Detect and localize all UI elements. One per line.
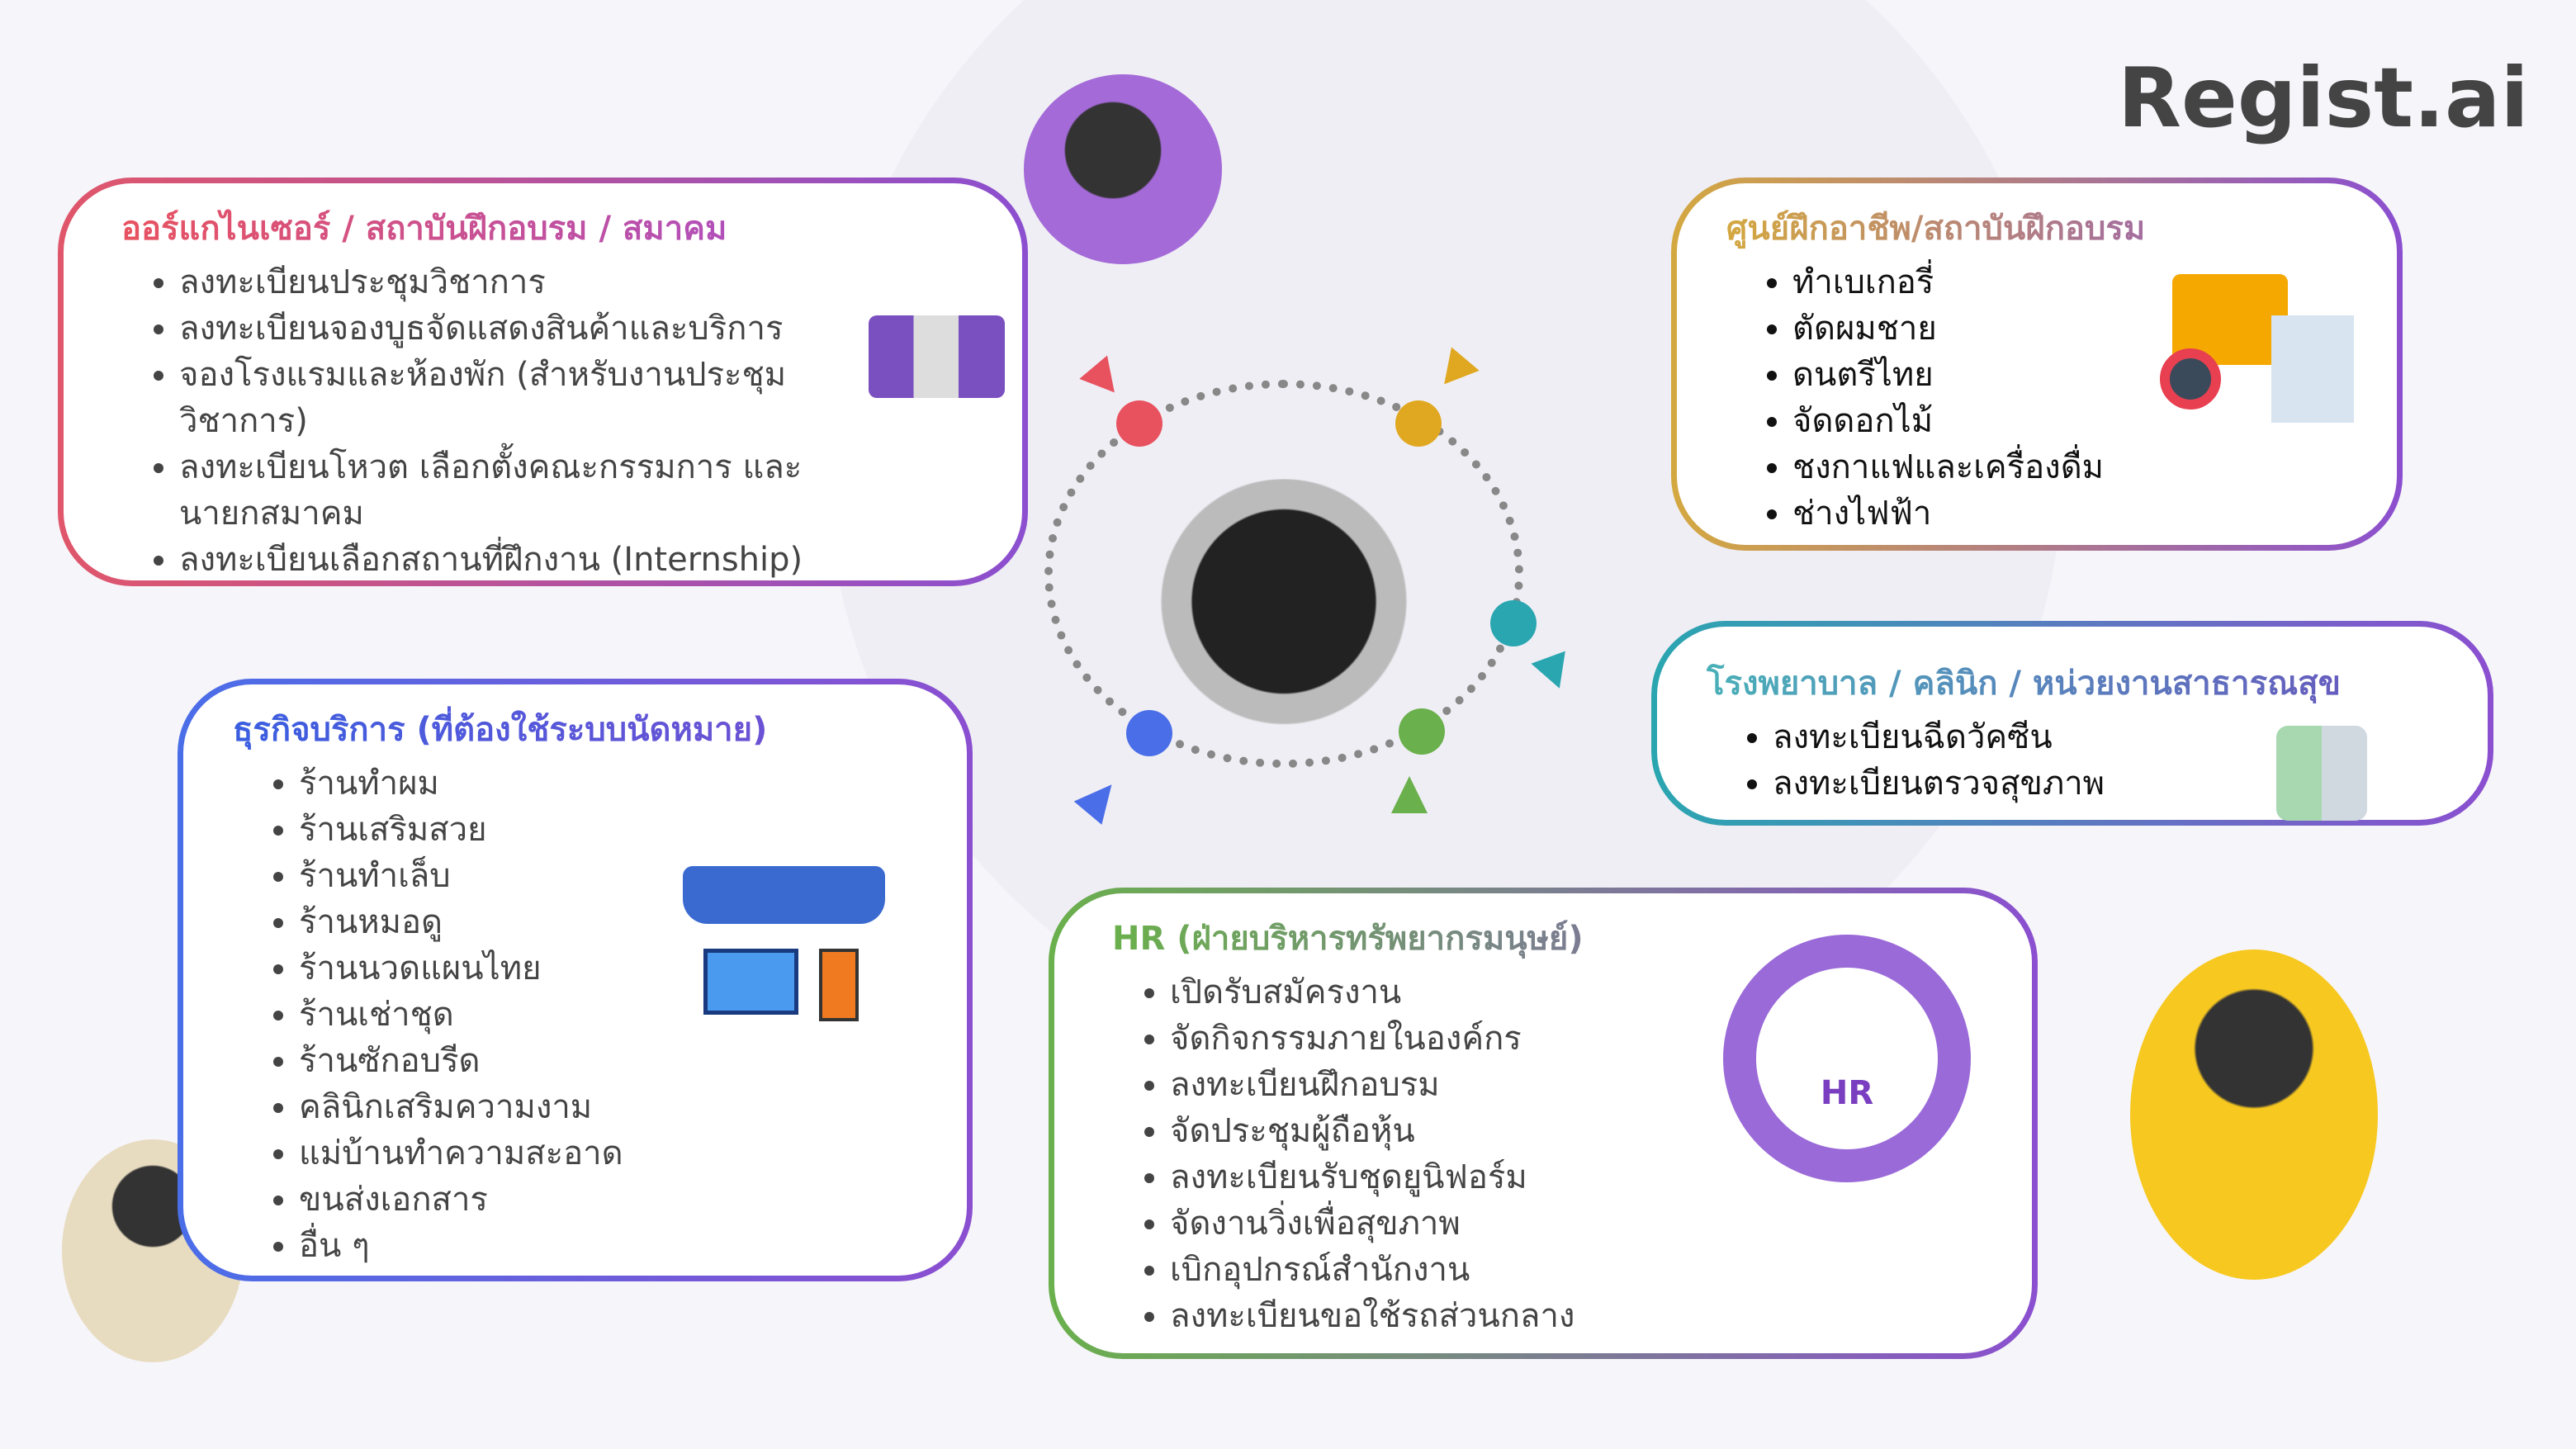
central-hub-ring <box>1044 380 1523 768</box>
hr-title: HR (ฝ่ายบริหารทรัพยากรมนุษย์) <box>1112 912 1991 964</box>
list-item: ลงทะเบียนประชุมวิชาการ <box>179 259 981 305</box>
hospital-title: โรงพยาบาล / คลินิก / หน่วยงานสาธารณสุข <box>1707 656 2446 709</box>
beige-mascot <box>62 1139 244 1362</box>
list-item: ลงทะเบียนโหวต เลือกตั้งคณะกรรมการ และ นา… <box>179 444 856 537</box>
list-item: ลงทะเบียนเลือกสถานที่ฝึกงาน (Internship) <box>179 537 981 583</box>
list-item: เปิดรับสมัครงาน <box>1170 969 1991 1016</box>
connector-dot-red <box>1116 400 1163 447</box>
doctor-patient-illustration <box>2276 726 2367 821</box>
central-mascot <box>1148 479 1420 751</box>
shop-window <box>703 949 798 1015</box>
list-item: จัดงานวิ่งเพื่อสุขภาพ <box>1170 1200 1991 1247</box>
list-item: ชงกาแฟและเครื่องดื่ม <box>1792 444 2356 490</box>
list-item: ลงทะเบียนจองบูธจัดแสดงสินค้าและบริการ <box>179 305 981 352</box>
list-item: จองโรงแรมและห้องพัก (สำหรับงานประชุม วิช… <box>179 352 856 444</box>
organizer-title: ออร์แกไนเซอร์ / สถาบันฝึกอบรม / สมาคม <box>121 201 981 254</box>
connector-dot-blue <box>1126 710 1172 756</box>
list-item: ขนส่งเอกสาร <box>299 1177 926 1223</box>
list-item: ทำเบเกอรี่ <box>1792 259 2356 305</box>
list-item: ช่างไฟฟ้า <box>1792 490 2356 537</box>
list-item: ลงทะเบียนขอใช้รถส่วนกลาง <box>1170 1293 1991 1339</box>
arrow-green <box>1391 776 1428 813</box>
list-item: ตัดผมชาย <box>1792 305 2356 352</box>
list-item: เบิกอุปกรณ์สำนักงาน <box>1170 1247 1991 1293</box>
list-item: ร้านเสริมสวย <box>299 807 926 853</box>
services-card: ธุรกิจบริการ (ที่ต้องใช้ระบบนัดหมาย) ร้า… <box>178 679 973 1281</box>
logo: Regist.ai <box>2118 50 2529 146</box>
hospital-card: โรงพยาบาล / คลินิก / หน่วยงานสาธารณสุข ล… <box>1651 621 2493 826</box>
connector-dot-green <box>1399 708 1445 755</box>
services-title: ธุรกิจบริการ (ที่ต้องใช้ระบบนัดหมาย) <box>233 703 926 755</box>
list-item: ร้านซักอบรีด <box>299 1038 926 1084</box>
document-icon <box>2271 315 2354 423</box>
vocational-title: ศูนย์ฝึกอาชีพ/สถาบันฝึกอบรม <box>1726 201 2356 254</box>
list-item: ดนตรีไทย <box>1792 352 2356 398</box>
organizer-card: ออร์แกไนเซอร์ / สถาบันฝึกอบรม / สมาคม ลง… <box>58 178 1028 586</box>
list-item: ลงทะเบียนฝึกอบรม <box>1170 1062 1991 1108</box>
yellow-mascot <box>2130 949 2378 1280</box>
list-item: ร้านนวดแผนไทย <box>299 945 926 992</box>
list-item: จัดกิจกรรมภายในองค์กร <box>1170 1016 1991 1062</box>
list-item: แม่บ้านทำความสะอาด <box>299 1130 926 1177</box>
list-item: จัดประชุมผู้ถือหุ้น <box>1170 1108 1991 1154</box>
connector-dot-gold <box>1395 400 1442 447</box>
list-item: ลงทะเบียนฉีดวัคซีน <box>1773 714 2446 760</box>
shop-door <box>819 949 859 1021</box>
list-item: ลงทะเบียนรับชุดยูนิฟอร์ม <box>1170 1154 1991 1200</box>
conference-speakers-illustration <box>869 315 1005 398</box>
hr-badge: HR <box>1820 1074 1874 1112</box>
list-item: ร้านเช่าชุด <box>299 992 926 1038</box>
gear-icon <box>2160 348 2221 410</box>
hr-card: HR (ฝ่ายบริหารทรัพยากรมนุษย์) เปิดรับสมั… <box>1049 888 2038 1359</box>
list-item: จัดดอกไม้ <box>1792 398 2356 444</box>
list-item: ร้านทำผม <box>299 760 926 807</box>
list-item: คลินิกเสริมความงาม <box>299 1084 926 1130</box>
hr-team-icon: HR <box>1723 935 1971 1182</box>
storefront-icon <box>683 866 885 924</box>
list-item: ร้านหมอดู <box>299 899 926 945</box>
vocational-card: ศูนย์ฝึกอาชีพ/สถาบันฝึกอบรม ทำเบเกอรี่ ต… <box>1671 178 2403 551</box>
purple-mascot <box>1024 74 1222 264</box>
list-item: ลงทะเบียนตรวจสุขภาพ <box>1773 760 2446 807</box>
list-item: อื่น ๆ <box>299 1223 926 1269</box>
list-item: ร้านทำเล็บ <box>299 853 926 899</box>
connector-dot-teal <box>1490 600 1537 646</box>
